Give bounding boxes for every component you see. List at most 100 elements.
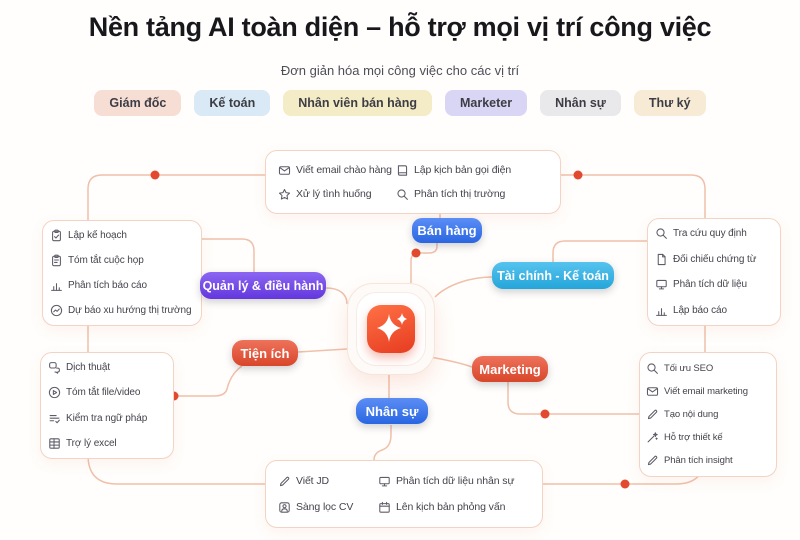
bar-chart-icon: [656, 308, 667, 316]
tool-item: Đối chiếu chứng từ: [655, 253, 773, 266]
tool-item: Viết email marketing: [646, 385, 770, 398]
sales-tools-box: Viết email chào hàng Xử lý tình huống Lậ…: [265, 150, 561, 214]
tool-item-label: Trợ lý excel: [66, 437, 117, 449]
tool-item: Tối ưu SEO: [646, 362, 770, 375]
sparkle-icon: [377, 313, 407, 342]
bar-chart-icon: [51, 283, 62, 291]
tool-item-label: Phân tích dữ liệu: [673, 279, 747, 291]
plan-clipboard-icon: [52, 229, 61, 242]
role-chip-marketer[interactable]: Marketer: [445, 90, 528, 116]
tool-item: Lập báo cáo: [655, 304, 773, 317]
tool-item-label: Lên kịch bản phỏng vấn: [396, 501, 506, 513]
category-badge-finance[interactable]: Tài chính - Kế toán: [492, 262, 614, 289]
mail-icon: [278, 165, 291, 175]
tool-item: Phân tích báo cáo: [50, 279, 194, 292]
tool-item: Lên kịch bản phỏng vấn: [378, 494, 530, 520]
tool-item: Dịch thuật: [48, 361, 166, 374]
design-wand-icon: [647, 432, 658, 443]
tool-item-label: Phân tích insight: [664, 455, 733, 466]
tool-item: Lập kịch bản gọi điện: [396, 158, 548, 182]
tool-item: Tóm tắt cuộc họp: [50, 254, 194, 267]
mail-icon: [646, 387, 659, 396]
role-chip-hr[interactable]: Nhân sự: [540, 90, 621, 116]
tool-item-label: Dịch thuật: [66, 362, 111, 373]
tool-item: Tóm tắt file/video: [48, 386, 166, 399]
page-title: Nền tảng AI toàn diện – hỗ trợ mọi vị tr…: [88, 12, 712, 42]
tool-item-label: Tóm tắt cuộc họp: [68, 255, 144, 266]
role-chip-accountant[interactable]: Kế toán: [194, 90, 271, 116]
management-tools-box: Lập kế hoạch Tóm tắt cuộc họp Phân tích …: [42, 220, 202, 326]
role-chip-secretary[interactable]: Thư ký: [633, 90, 706, 116]
tool-item-label: Dự báo xu hướng thị trường: [68, 305, 192, 316]
tool-item: Phân tích dữ liệu nhân sự: [378, 468, 530, 494]
tool-item: Tra cứu quy định: [655, 227, 773, 240]
tool-item-label: Đối chiếu chứng từ: [673, 253, 757, 265]
ai-app-ring: [356, 292, 426, 366]
clipboard-icon: [52, 254, 61, 267]
tool-item-label: Lập kế hoạch: [68, 230, 127, 241]
category-badge-management[interactable]: Quản lý & điều hành: [200, 272, 326, 299]
tool-item-label: Tóm tắt file/video: [66, 387, 141, 399]
tool-item: Trợ lý excel: [48, 437, 166, 450]
category-badge-utility[interactable]: Tiện ích: [232, 340, 298, 366]
tool-item: Phân tích insight: [646, 454, 770, 467]
trend-circle-icon: [50, 304, 63, 317]
tool-item: Hỗ trợ thiết kế: [646, 431, 770, 444]
tool-item-label: Xử lý tình huống: [296, 188, 372, 200]
pencil-icon: [647, 409, 658, 420]
tool-item: Lập kế hoạch: [50, 229, 194, 242]
insight-pen-icon: [647, 455, 658, 466]
hr-data-icon: [379, 476, 390, 486]
tool-item-label: Lập báo cáo: [673, 304, 727, 316]
category-badge-marketing[interactable]: Marketing: [472, 356, 548, 382]
video-play-icon: [48, 387, 61, 399]
tool-item: Kiểm tra ngữ pháp: [48, 412, 166, 425]
tool-item-label: Phân tích dữ liệu nhân sự: [396, 475, 515, 487]
category-badge-sales[interactable]: Bán hàng: [412, 218, 482, 243]
utility-tools-box: Dịch thuật Tóm tắt file/video Kiểm tra n…: [40, 352, 174, 459]
tool-item-label: Tra cứu quy định: [673, 228, 747, 239]
translate-icon: [49, 362, 60, 374]
page-subtitle: Đơn giản hóa mọi công việc cho các vị tr…: [280, 63, 520, 78]
market-search-icon: [397, 188, 408, 200]
hr-tools-box: Viết JD Sàng lọc CV Phân tích dữ liệu nh…: [265, 460, 543, 528]
tool-item-label: Viết JD: [296, 475, 329, 487]
tool-item: Sàng lọc CV: [278, 494, 378, 520]
spreadsheet-grid-icon: [49, 438, 60, 449]
tool-item-label: Viết email marketing: [664, 386, 748, 397]
document-icon: [657, 253, 666, 265]
marketing-tools-box: Tối ưu SEO Viết email marketing Tạo nội …: [639, 352, 777, 477]
category-badge-hr[interactable]: Nhân sự: [356, 398, 428, 424]
role-chips: Giám đốc Kế toán Nhân viên bán hàng Mark…: [0, 90, 800, 116]
tool-item: Phân tích thị trường: [396, 182, 548, 206]
pencil-icon: [279, 476, 290, 486]
tool-item-label: Viết email chào hàng: [296, 164, 392, 176]
cv-user-icon: [279, 501, 290, 513]
tool-item-label: Tạo nội dung: [664, 409, 719, 420]
tool-item-label: Hỗ trợ thiết kế: [664, 432, 723, 443]
ai-app-logo: [367, 305, 415, 353]
ai-app-card: [347, 283, 435, 375]
finance-tools-box: Tra cứu quy định Đối chiếu chứng từ Phân…: [647, 218, 781, 326]
seo-search-icon: [647, 363, 658, 374]
star-icon: [278, 188, 291, 200]
tool-item: Phân tích dữ liệu: [655, 278, 773, 291]
tool-item: Dự báo xu hướng thị trường: [50, 304, 194, 317]
tool-item-label: Tối ưu SEO: [664, 363, 714, 374]
tool-item: Viết email chào hàng: [278, 158, 396, 182]
interview-calendar-icon: [379, 501, 390, 513]
tool-item-label: Sàng lọc CV: [296, 501, 354, 513]
tool-item: Viết JD: [278, 468, 378, 494]
tool-item-label: Phân tích báo cáo: [68, 280, 147, 291]
tool-item-label: Lập kịch bản gọi điện: [414, 164, 512, 176]
tool-item-label: Phân tích thị trường: [414, 188, 506, 200]
search-icon: [656, 228, 667, 239]
role-chip-director[interactable]: Giám đốc: [94, 90, 182, 116]
tool-item: Xử lý tình huống: [278, 182, 396, 206]
tool-item-label: Kiểm tra ngữ pháp: [66, 412, 148, 424]
grammar-check-icon: [49, 414, 60, 423]
monitor-icon: [656, 280, 667, 290]
tool-item: Tạo nội dung: [646, 408, 770, 421]
role-chip-salesperson[interactable]: Nhân viên bán hàng: [283, 90, 432, 116]
